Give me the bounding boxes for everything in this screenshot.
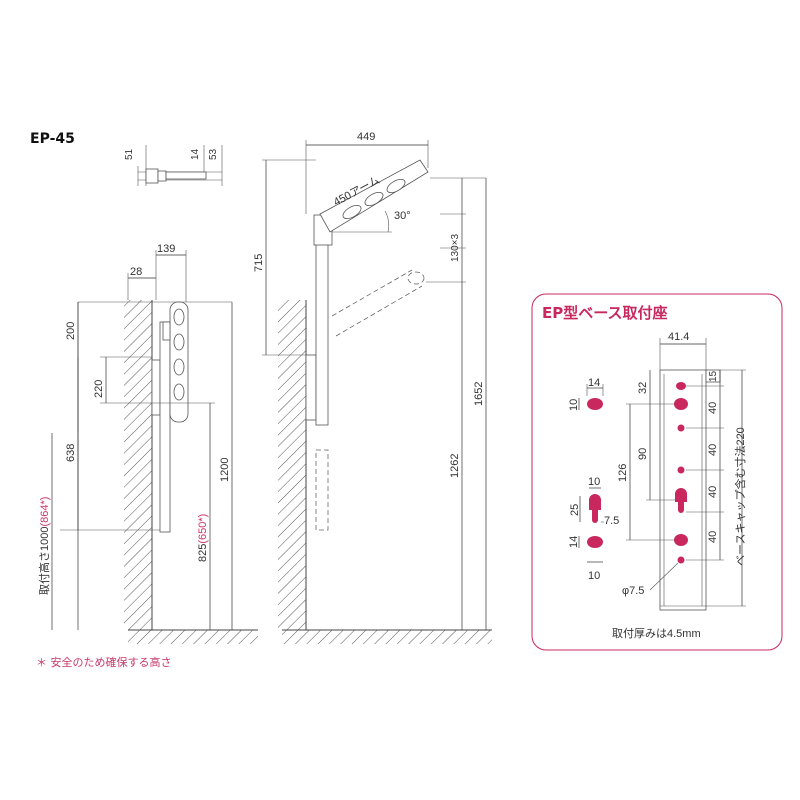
front-dim-1652: 1652 bbox=[473, 382, 485, 406]
detail-key-w: 10 bbox=[588, 476, 600, 488]
inset-dim-40c: 40 bbox=[707, 486, 719, 498]
inset-dim-40a: 40 bbox=[707, 402, 719, 414]
wall-hatch-right bbox=[278, 300, 306, 630]
hole-4 bbox=[677, 466, 685, 474]
side-dim-139: 139 bbox=[157, 243, 175, 255]
hole-key bbox=[675, 488, 687, 513]
side-dim-200: 200 bbox=[65, 322, 77, 340]
inset-thickness-note: 取付厚みは4.5mm bbox=[612, 627, 701, 640]
inset-dim-126: 126 bbox=[617, 464, 629, 482]
model-title: EP-45 bbox=[30, 131, 75, 147]
top-dim-51: 51 bbox=[124, 148, 135, 160]
detail-oval2-h: 10 bbox=[588, 570, 600, 582]
ground-hatch-right bbox=[282, 630, 492, 644]
top-dim-53: 53 bbox=[208, 148, 219, 160]
detail-hole-oval bbox=[587, 398, 603, 410]
arm-angle: 30° bbox=[394, 210, 411, 222]
detail-oval2-w: 14 bbox=[568, 536, 580, 548]
ground-hatch-left bbox=[128, 630, 258, 644]
detail-key-h: 25 bbox=[569, 504, 581, 516]
side-dim-height-label: 取付高さ1000(864*) bbox=[37, 497, 51, 595]
detail-hole-key bbox=[589, 494, 601, 523]
side-view: 139 28 200 220 638 取付高さ1000(864*) 825(65… bbox=[37, 243, 258, 644]
inset-title: EP型ベース取付座 bbox=[542, 304, 668, 322]
inset-dim-15: 15 bbox=[708, 370, 719, 382]
hole-3 bbox=[677, 424, 685, 432]
side-dim-28: 28 bbox=[130, 266, 142, 278]
hole-bottom bbox=[677, 556, 685, 564]
detail-oval-h: 10 bbox=[568, 399, 580, 411]
front-dim-715: 715 bbox=[253, 254, 265, 272]
detail-oval-w: 14 bbox=[588, 377, 600, 389]
front-dim-1262: 1262 bbox=[449, 454, 461, 478]
side-dim-1200: 1200 bbox=[219, 458, 231, 482]
front-dim-130x3: 130×3 bbox=[450, 233, 461, 262]
side-dim-220: 220 bbox=[93, 380, 105, 398]
detail-hole-oval-2 bbox=[587, 536, 603, 548]
detail-key-neck: 7.5 bbox=[604, 515, 619, 527]
inset-width: 41.4 bbox=[668, 331, 689, 343]
top-dim-14: 14 bbox=[190, 148, 201, 160]
front-view: 30° 450アーム 449 715 130×3 1262 1652 bbox=[253, 131, 492, 644]
base-inset: EP型ベース取付座 41.4 32 90 126 bbox=[531, 293, 783, 651]
side-dim-825: 825(650*) bbox=[197, 514, 209, 562]
side-dim-638: 638 bbox=[65, 444, 77, 462]
wall-hatch-left bbox=[124, 300, 152, 630]
front-dim-449: 449 bbox=[357, 131, 375, 143]
safety-footnote: ＊ 安全のため確保する高さ bbox=[36, 655, 172, 669]
inset-vertical-note: ベースキャップ含む寸法220 bbox=[733, 427, 747, 566]
inset-frame bbox=[531, 293, 783, 651]
hole-2 bbox=[674, 398, 688, 410]
inset-dim-40d: 40 bbox=[707, 531, 719, 543]
inset-phi: φ7.5 bbox=[622, 585, 644, 597]
inset-dim-32: 32 bbox=[637, 382, 649, 394]
top-view: 51 14 53 bbox=[124, 145, 223, 186]
inset-dim-90: 90 bbox=[637, 448, 649, 460]
hole-top bbox=[676, 382, 686, 390]
inset-dim-40b: 40 bbox=[707, 444, 719, 456]
hole-6 bbox=[674, 534, 688, 546]
